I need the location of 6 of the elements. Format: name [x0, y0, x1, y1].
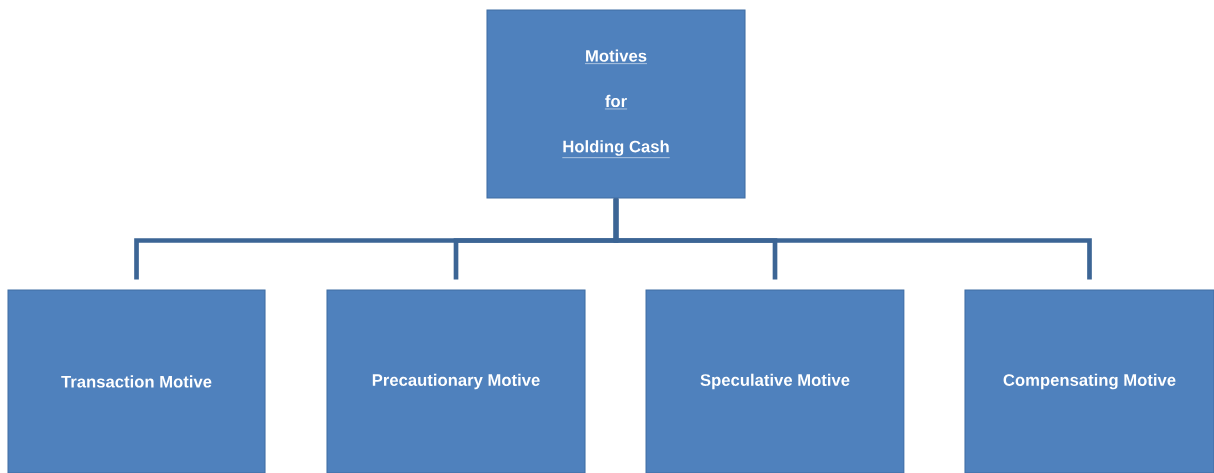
motive-box: Compensating Motive — [964, 289, 1214, 473]
motive-box: Speculative Motive — [645, 289, 905, 473]
motive-box: Transaction Motive — [7, 289, 266, 473]
connector — [613, 198, 1092, 280]
motive-box: Precautionary Motive — [326, 289, 586, 473]
title-box: Motives for Holding Cash — [486, 9, 746, 199]
